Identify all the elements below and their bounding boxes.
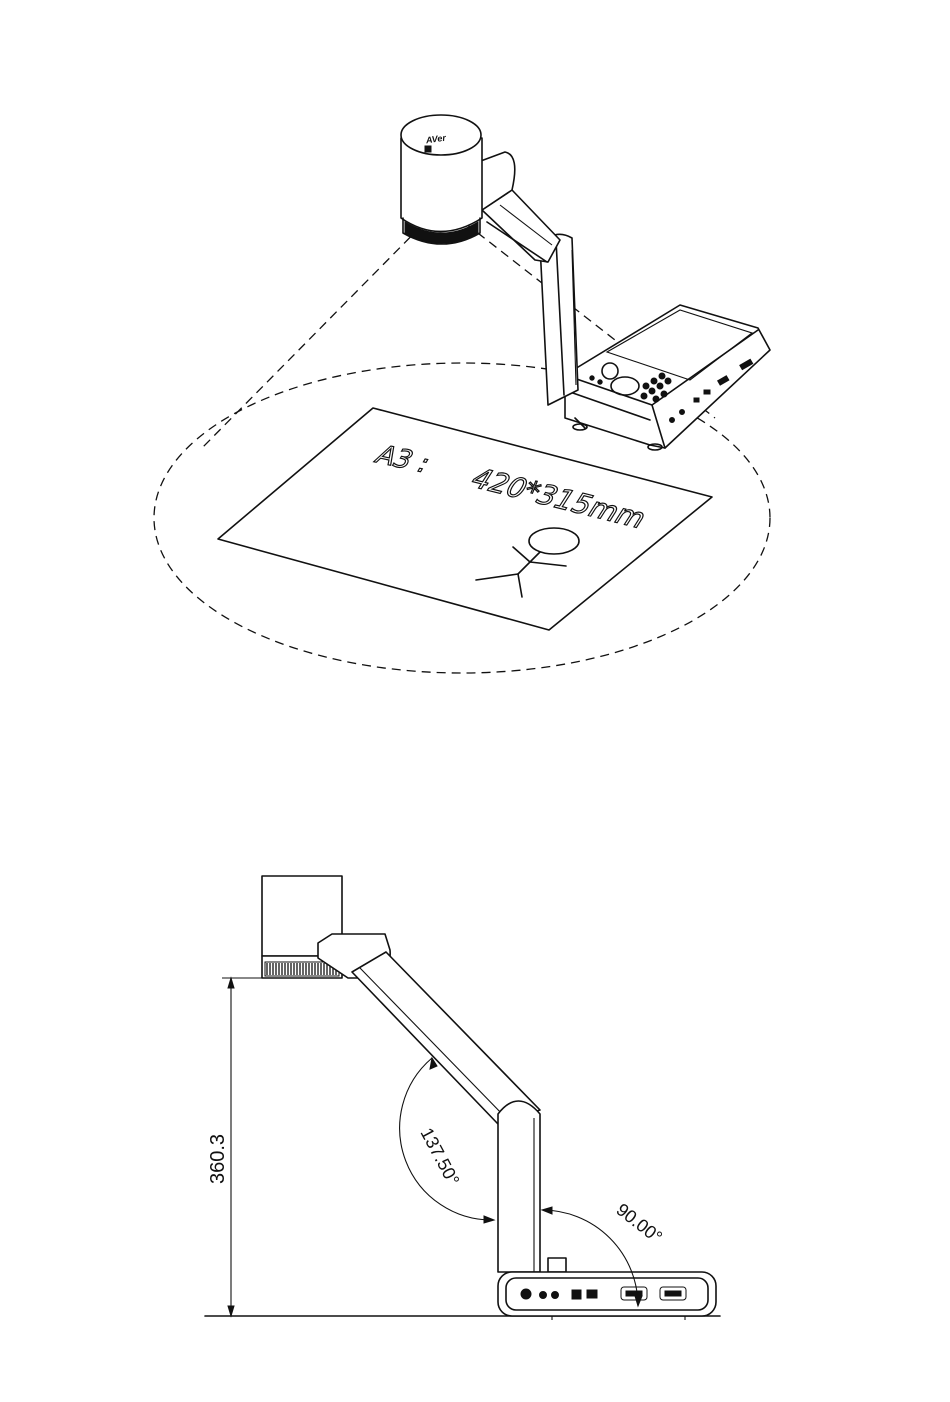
isometric-view: A3 : 420*315mm [154, 115, 770, 673]
projection-line-left [200, 205, 442, 450]
side-upper-arm [352, 952, 540, 1124]
arm-angle: 137.50° [416, 1124, 463, 1188]
height-dimension: 360.3 [207, 1134, 229, 1184]
base-angle: 90.00° [613, 1199, 666, 1247]
camera-head: AVer [401, 115, 482, 244]
side-view: 360.3 [205, 876, 720, 1320]
base-unit [565, 305, 770, 450]
